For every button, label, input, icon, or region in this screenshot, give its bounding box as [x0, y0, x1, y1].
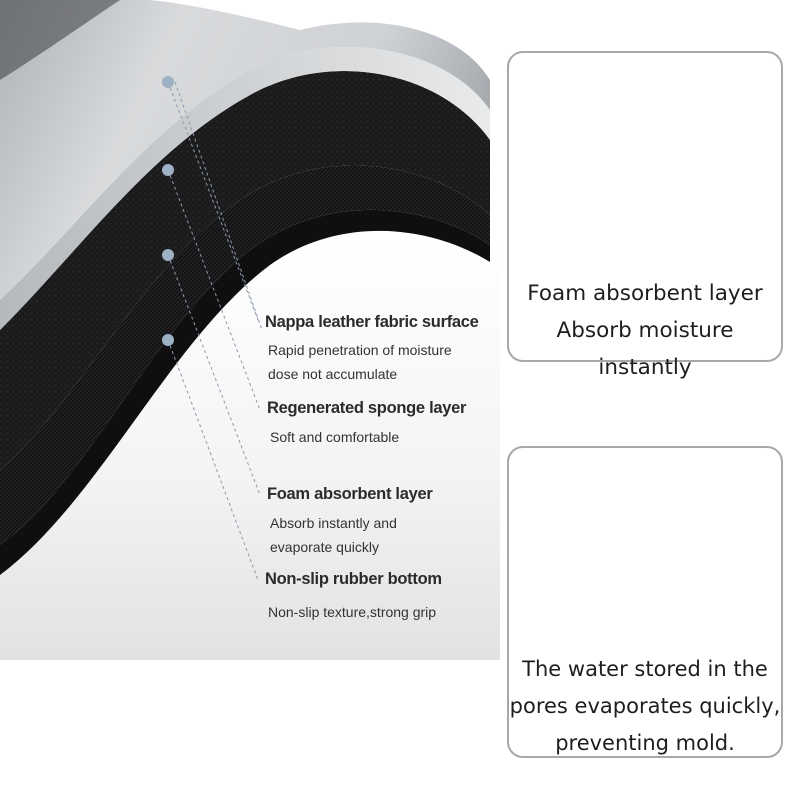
- leader-line-2: [167, 169, 261, 411]
- panel-absorb-line-1: Foam absorbent layer: [527, 281, 763, 306]
- layer-title-rubber: Non-slip rubber bottom: [265, 570, 442, 588]
- top-dark-fold: [0, 0, 120, 80]
- layer-desc-foam-1: Absorb instantly and: [270, 515, 397, 531]
- leader-line-4: [167, 339, 259, 581]
- panel-evaporate-line-3: preventing mold.: [555, 731, 735, 755]
- leader-lines: [167, 81, 263, 581]
- panel-absorb-line-2: Absorb moisture instantly: [556, 318, 734, 380]
- panel-absorb: Foam absorbent layer Absorb moisture ins…: [507, 51, 783, 380]
- leader-dot: [162, 334, 174, 346]
- layer-title-foam: Foam absorbent layer: [267, 485, 433, 503]
- panel-evaporate-text: The water stored in the pores evaporates…: [509, 651, 781, 762]
- panel-evaporate-line-2: pores evaporates quickly,: [509, 694, 781, 718]
- leather-surface: [0, 0, 490, 300]
- leader-dot: [162, 164, 174, 176]
- leather-edge: [0, 47, 490, 330]
- panel-evaporate-line-1: The water stored in the: [522, 657, 768, 681]
- layer-title-sponge: Regenerated sponge layer: [267, 399, 467, 417]
- leader-line-3: [167, 254, 261, 496]
- sponge-layer: [0, 70, 490, 471]
- layer-desc-sponge-1: Soft and comfortable: [270, 429, 400, 445]
- leader-line-1: [167, 81, 259, 321]
- leader-dots: [162, 76, 174, 346]
- foam-absorbent-layer: [0, 165, 490, 546]
- layer-desc-rubber-1: Non-slip texture,strong grip: [268, 604, 437, 620]
- layer-desc-foam-2: evaporate quickly: [270, 539, 379, 555]
- leader-dot: [162, 249, 174, 261]
- panel-absorb-text: Foam absorbent layer Absorb moisture ins…: [509, 275, 781, 386]
- leader-line-1b: [174, 81, 263, 331]
- leader-dot: [162, 76, 174, 88]
- layer-desc-nappa-2: dose not accumulate: [268, 366, 398, 382]
- panel-evaporate: The water stored in the pores evaporates…: [507, 446, 783, 758]
- layer-title-nappa: Nappa leather fabric surface: [265, 313, 479, 331]
- layer-desc-nappa-1: Rapid penetration of moisture: [268, 342, 452, 358]
